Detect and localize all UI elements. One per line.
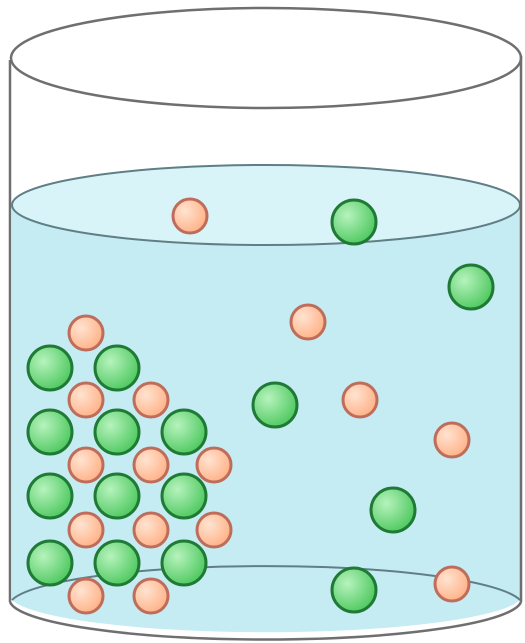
crystal-cation-particle <box>134 579 168 613</box>
crystal-anion-particle <box>28 410 72 454</box>
crystal-anion-particle <box>95 410 139 454</box>
crystal-cation-particle <box>69 383 103 417</box>
dissolved-cation-particle <box>343 383 377 417</box>
crystal-cation-particle <box>69 448 103 482</box>
liquid-surface <box>12 165 520 245</box>
dissolved-anion-particle <box>449 265 493 309</box>
crystal-anion-particle <box>162 410 206 454</box>
crystal-cation-particle <box>69 579 103 613</box>
crystal-cation-particle <box>69 316 103 350</box>
dissolved-anion-particle <box>332 568 376 612</box>
crystal-anion-particle <box>162 541 206 585</box>
crystal-cation-particle <box>134 383 168 417</box>
crystal-anion-particle <box>28 541 72 585</box>
dissolved-anion-particle <box>371 488 415 532</box>
dissolved-cation-particle <box>435 423 469 457</box>
crystal-cation-particle <box>134 513 168 547</box>
crystal-cation-particle <box>197 513 231 547</box>
crystal-cation-particle <box>197 448 231 482</box>
crystal-anion-particle <box>95 346 139 390</box>
dissolved-anion-particle <box>253 383 297 427</box>
crystal-cation-particle <box>134 448 168 482</box>
crystal-anion-particle <box>162 474 206 518</box>
crystal-anion-particle <box>95 474 139 518</box>
crystal-anion-particle <box>28 474 72 518</box>
crystal-anion-particle <box>28 346 72 390</box>
dissolved-cation-particle <box>291 305 325 339</box>
dissolved-anion-particle <box>332 200 376 244</box>
dissolved-cation-particle <box>435 567 469 601</box>
dissolved-cation-particle <box>173 199 207 233</box>
crystal-cation-particle <box>69 513 103 547</box>
crystal-anion-particle <box>95 541 139 585</box>
